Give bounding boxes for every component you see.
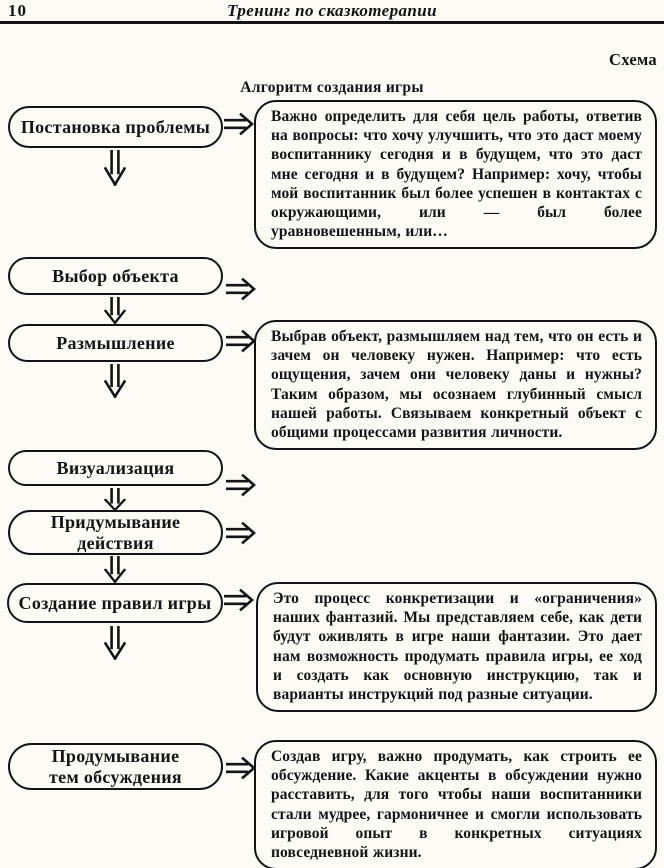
step-box-object-choice: Выбор объекта — [8, 257, 223, 295]
step-label: Постановка проблемы — [20, 116, 211, 137]
description-text: Создав игру, важно продумать, как строит… — [271, 748, 642, 862]
arrow-right-icon — [224, 112, 254, 136]
step-box-problem-statement: Постановка проблемы — [8, 106, 223, 148]
arrow-down-icon — [104, 364, 126, 398]
description-text: Важно определить для себя цель работы, о… — [271, 108, 642, 241]
arrow-right-icon — [226, 473, 256, 497]
arrow-right-icon — [226, 521, 256, 545]
arrow-down-icon — [104, 626, 126, 660]
arrow-right-icon — [226, 329, 256, 353]
running-title: Тренинг по сказкотерапии — [227, 1, 437, 20]
description-text: Выбрав объект, размышляем над тем, что о… — [271, 328, 642, 442]
scheme-label: Схема — [609, 50, 657, 69]
arrow-right-icon — [226, 277, 256, 301]
description-text: Это процесс конкретизации и «ограничения… — [273, 590, 642, 704]
step-label: Придумывание действия — [50, 511, 181, 553]
description-box-discussion-topics: Создав игру, важно продумать, как строит… — [254, 740, 657, 868]
step-label: Продумывание тем обсуждения — [49, 745, 182, 787]
step-box-reflection: Размышление — [8, 324, 223, 362]
step-label: Выбор объекта — [52, 265, 179, 286]
step-box-action-invention: Придумывание действия — [8, 510, 223, 555]
step-box-game-rules: Создание правил игры — [7, 583, 223, 623]
arrow-down-icon — [104, 150, 126, 186]
page-number: 10 — [8, 1, 27, 20]
diagram-title: Алгоритм создания игры — [240, 79, 424, 96]
step-label: Визуализация — [56, 457, 175, 478]
arrow-down-icon — [104, 297, 126, 324]
arrow-right-icon — [226, 756, 256, 780]
header-rule — [0, 21, 664, 24]
description-box-reflection: Выбрав объект, размышляем над тем, что о… — [254, 320, 657, 451]
step-label: Размышление — [56, 332, 175, 353]
arrow-down-icon — [104, 488, 126, 511]
step-box-discussion-topics: Продумывание тем обсуждения — [8, 743, 223, 790]
description-box-problem-statement: Важно определить для себя цель работы, о… — [254, 100, 657, 250]
step-label: Создание правил игры — [18, 592, 212, 613]
step-box-visualization: Визуализация — [8, 450, 223, 486]
description-box-game-rules: Это процесс конкретизации и «ограничения… — [256, 582, 657, 713]
arrow-down-icon — [104, 556, 126, 583]
arrow-right-icon — [224, 588, 254, 612]
